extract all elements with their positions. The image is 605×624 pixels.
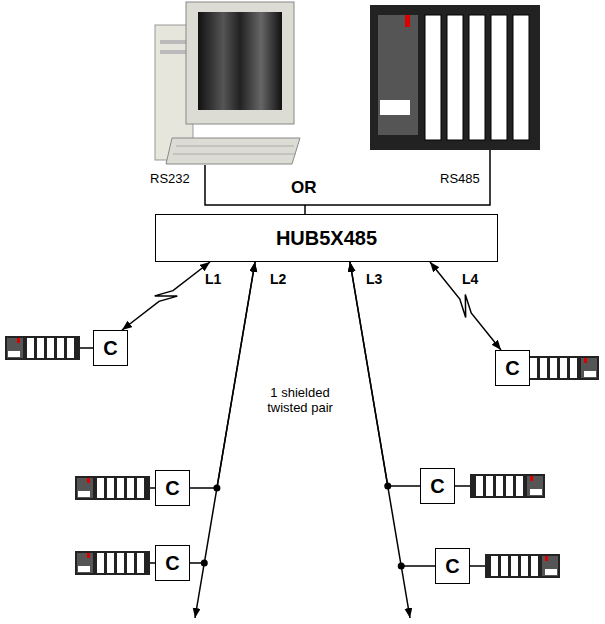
node-text: C — [445, 555, 459, 578]
line-label: L1 — [205, 271, 221, 287]
node-text: C — [165, 477, 179, 500]
cable-connector — [350, 262, 420, 486]
node-text: C — [430, 475, 444, 498]
device-rack — [5, 336, 599, 578]
line-label: L2 — [270, 271, 286, 287]
line-label: L4 — [462, 271, 478, 287]
node-text: C — [505, 357, 519, 380]
port-label: RS485 — [440, 172, 480, 187]
plc-rack — [370, 5, 540, 150]
converter-box: C — [420, 468, 455, 504]
converter-box: C — [155, 470, 190, 506]
cable-connector — [430, 262, 501, 350]
hub-box: HUB5X485 — [155, 214, 498, 262]
converter-box: C — [435, 548, 470, 584]
bus-continuation — [195, 563, 204, 618]
node-text: C — [103, 337, 117, 360]
line-label: L3 — [366, 271, 382, 287]
cable-note: 1 shielded twisted pair — [250, 386, 350, 416]
pc-computer — [155, 2, 300, 164]
converter-box: C — [155, 545, 190, 581]
bus-continuation — [401, 566, 410, 618]
cable-connector — [190, 262, 255, 563]
converter-box: C — [93, 330, 128, 366]
node-text: HUB5X485 — [276, 227, 377, 250]
converter-box: C — [495, 350, 530, 386]
host-wire — [205, 150, 490, 214]
cable-connector — [122, 262, 210, 330]
or-label: OR — [291, 178, 317, 198]
device-link — [80, 348, 530, 566]
port-label: RS232 — [150, 172, 190, 187]
cable-connector — [350, 262, 435, 566]
node-text: C — [165, 552, 179, 575]
